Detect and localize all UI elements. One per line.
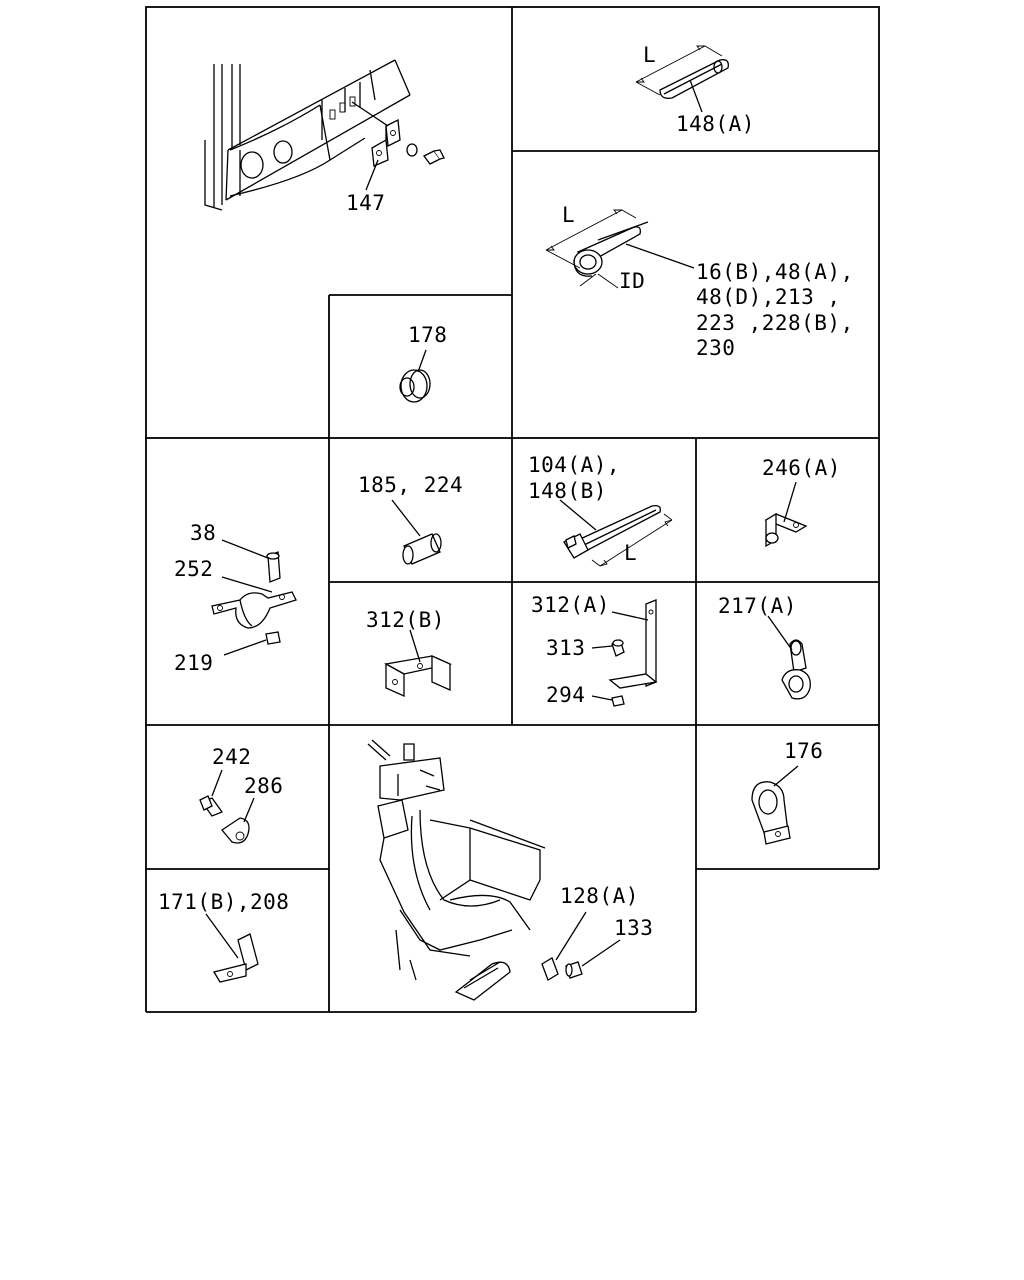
callout-185-224: 185, 224 [358, 473, 463, 497]
leader-185 [391, 499, 421, 537]
callout-16b-line1: 16(B),48(A), [696, 260, 854, 284]
grommet-drawing [399, 369, 431, 403]
callout-148a: 148(A) [676, 112, 755, 136]
callout-217a: 217(A) [718, 594, 797, 618]
dim-label-id: ID [619, 269, 645, 293]
callout-16b-line3: 223 ,228(B), [696, 311, 854, 335]
saddle-clamp-drawing [211, 551, 297, 645]
leader-294 [591, 695, 613, 701]
tab-clip-drawing [212, 933, 259, 983]
leader-217a [767, 615, 793, 651]
cell-246a: 246(A) [762, 456, 841, 548]
callout-313: 313 [546, 636, 585, 660]
callout-246a: 246(A) [762, 456, 841, 480]
leader-16b [625, 243, 695, 269]
bracket-312b-drawing [384, 654, 453, 698]
callout-171b-208: 171(B),208 [158, 890, 289, 914]
callout-16b-line4: 230 [696, 336, 735, 360]
leader-242 [211, 769, 223, 797]
leader-147 [365, 159, 379, 191]
cell-312b: 312(B) [366, 608, 453, 698]
cell-104a: L 104(A), 148(B) [528, 453, 673, 567]
callout-294: 294 [546, 683, 585, 707]
cell-128a: 128(A) 133 [367, 739, 653, 1001]
leader-312b [409, 629, 421, 663]
leader-104a [559, 499, 597, 531]
leader-148a [689, 79, 703, 113]
frame-rail-drawing [204, 59, 411, 211]
dim-label-l: L [562, 203, 575, 227]
callout-312a: 312(A) [531, 593, 610, 617]
hose-clip-drawing [545, 209, 649, 289]
bracket-312a-drawing [608, 599, 658, 707]
leader-219 [223, 639, 267, 656]
callout-38: 38 [190, 521, 216, 545]
strap-clip-drawing [635, 45, 729, 99]
loop-clamp-drawing [781, 639, 811, 700]
cell-217a: 217(A) [718, 594, 811, 700]
callout-312b: 312(B) [366, 608, 445, 632]
leader-246a [783, 481, 797, 523]
leader-176 [773, 765, 799, 787]
cell-147: 147 [204, 59, 445, 215]
cell-312a: 312(A) 313 294 [531, 593, 658, 707]
bracket-part [351, 101, 445, 167]
spacer-drawing [402, 533, 442, 565]
callout-16b-line2: 48(D),213 , [696, 285, 841, 309]
leader-133 [581, 939, 621, 967]
cell-38: 38 252 219 [174, 521, 297, 675]
p-clip-drawing [751, 781, 791, 845]
callout-178: 178 [408, 323, 447, 347]
callout-148b: 148(B) [528, 479, 607, 503]
callout-128a: 128(A) [560, 884, 639, 908]
steering-column-drawing [367, 739, 583, 1001]
leader-252 [221, 576, 273, 593]
callout-133: 133 [614, 916, 653, 940]
angle-bracket-drawing [764, 512, 808, 548]
callout-252: 252 [174, 557, 213, 581]
diagram-grid [145, 6, 880, 1013]
bolt-clip-drawing [199, 795, 250, 844]
cell-176: 176 [751, 739, 823, 845]
cell-178: 178 [399, 323, 447, 403]
cell-185: 185, 224 [358, 473, 463, 565]
leader-286 [243, 797, 255, 823]
leader-178 [417, 349, 427, 373]
callout-104a: 104(A), [528, 453, 620, 477]
cell-171b: 171(B),208 [158, 890, 289, 983]
strap-with-clip-drawing [563, 504, 673, 567]
callout-286: 286 [244, 774, 283, 798]
leader-128a [555, 911, 587, 961]
cell-242: 242 286 [199, 745, 283, 844]
callout-219: 219 [174, 651, 213, 675]
leader-312a [611, 611, 649, 621]
leader-171b [205, 913, 239, 959]
dim-label-l: L [624, 541, 637, 565]
callout-176: 176 [784, 739, 823, 763]
callout-147: 147 [346, 191, 385, 215]
callout-242: 242 [212, 745, 251, 769]
dim-label-l: L [643, 43, 656, 67]
cell-16b: L ID 16(B),48(A), 48(D),213 , 223 ,228(B… [545, 203, 854, 360]
leader-38 [221, 539, 269, 559]
leader-313 [591, 645, 613, 649]
cell-148a: L 148(A) [635, 43, 755, 136]
